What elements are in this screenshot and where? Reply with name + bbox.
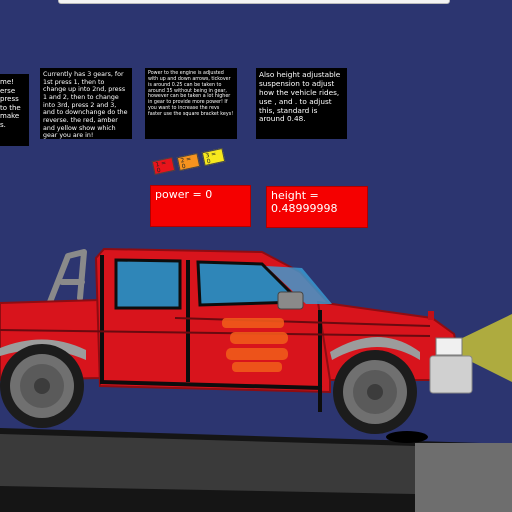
top-scrollbar[interactable] (58, 0, 450, 4)
wheel-shadow (386, 431, 428, 443)
roll-bar (47, 249, 87, 305)
front-wheel (333, 350, 417, 434)
height-readout: height = 0.48999998 (266, 186, 368, 228)
instructions-panel-edge: me! erse press to the make s. (0, 74, 29, 146)
engine-parts (222, 318, 288, 372)
headlight-beam (452, 314, 512, 382)
pickup-truck (0, 247, 473, 412)
height-instructions-panel: Also height adjustable suspension to adj… (256, 68, 347, 139)
gear-instructions-panel: Currently has 3 gears, for 1st press 1, … (40, 68, 132, 139)
power-instructions-panel: Power to the engine is adjusted with up … (145, 68, 237, 139)
power-readout: power = 0 (150, 185, 251, 227)
ground-surface (0, 434, 415, 494)
step-block (415, 443, 512, 512)
rear-wheel (0, 344, 84, 428)
